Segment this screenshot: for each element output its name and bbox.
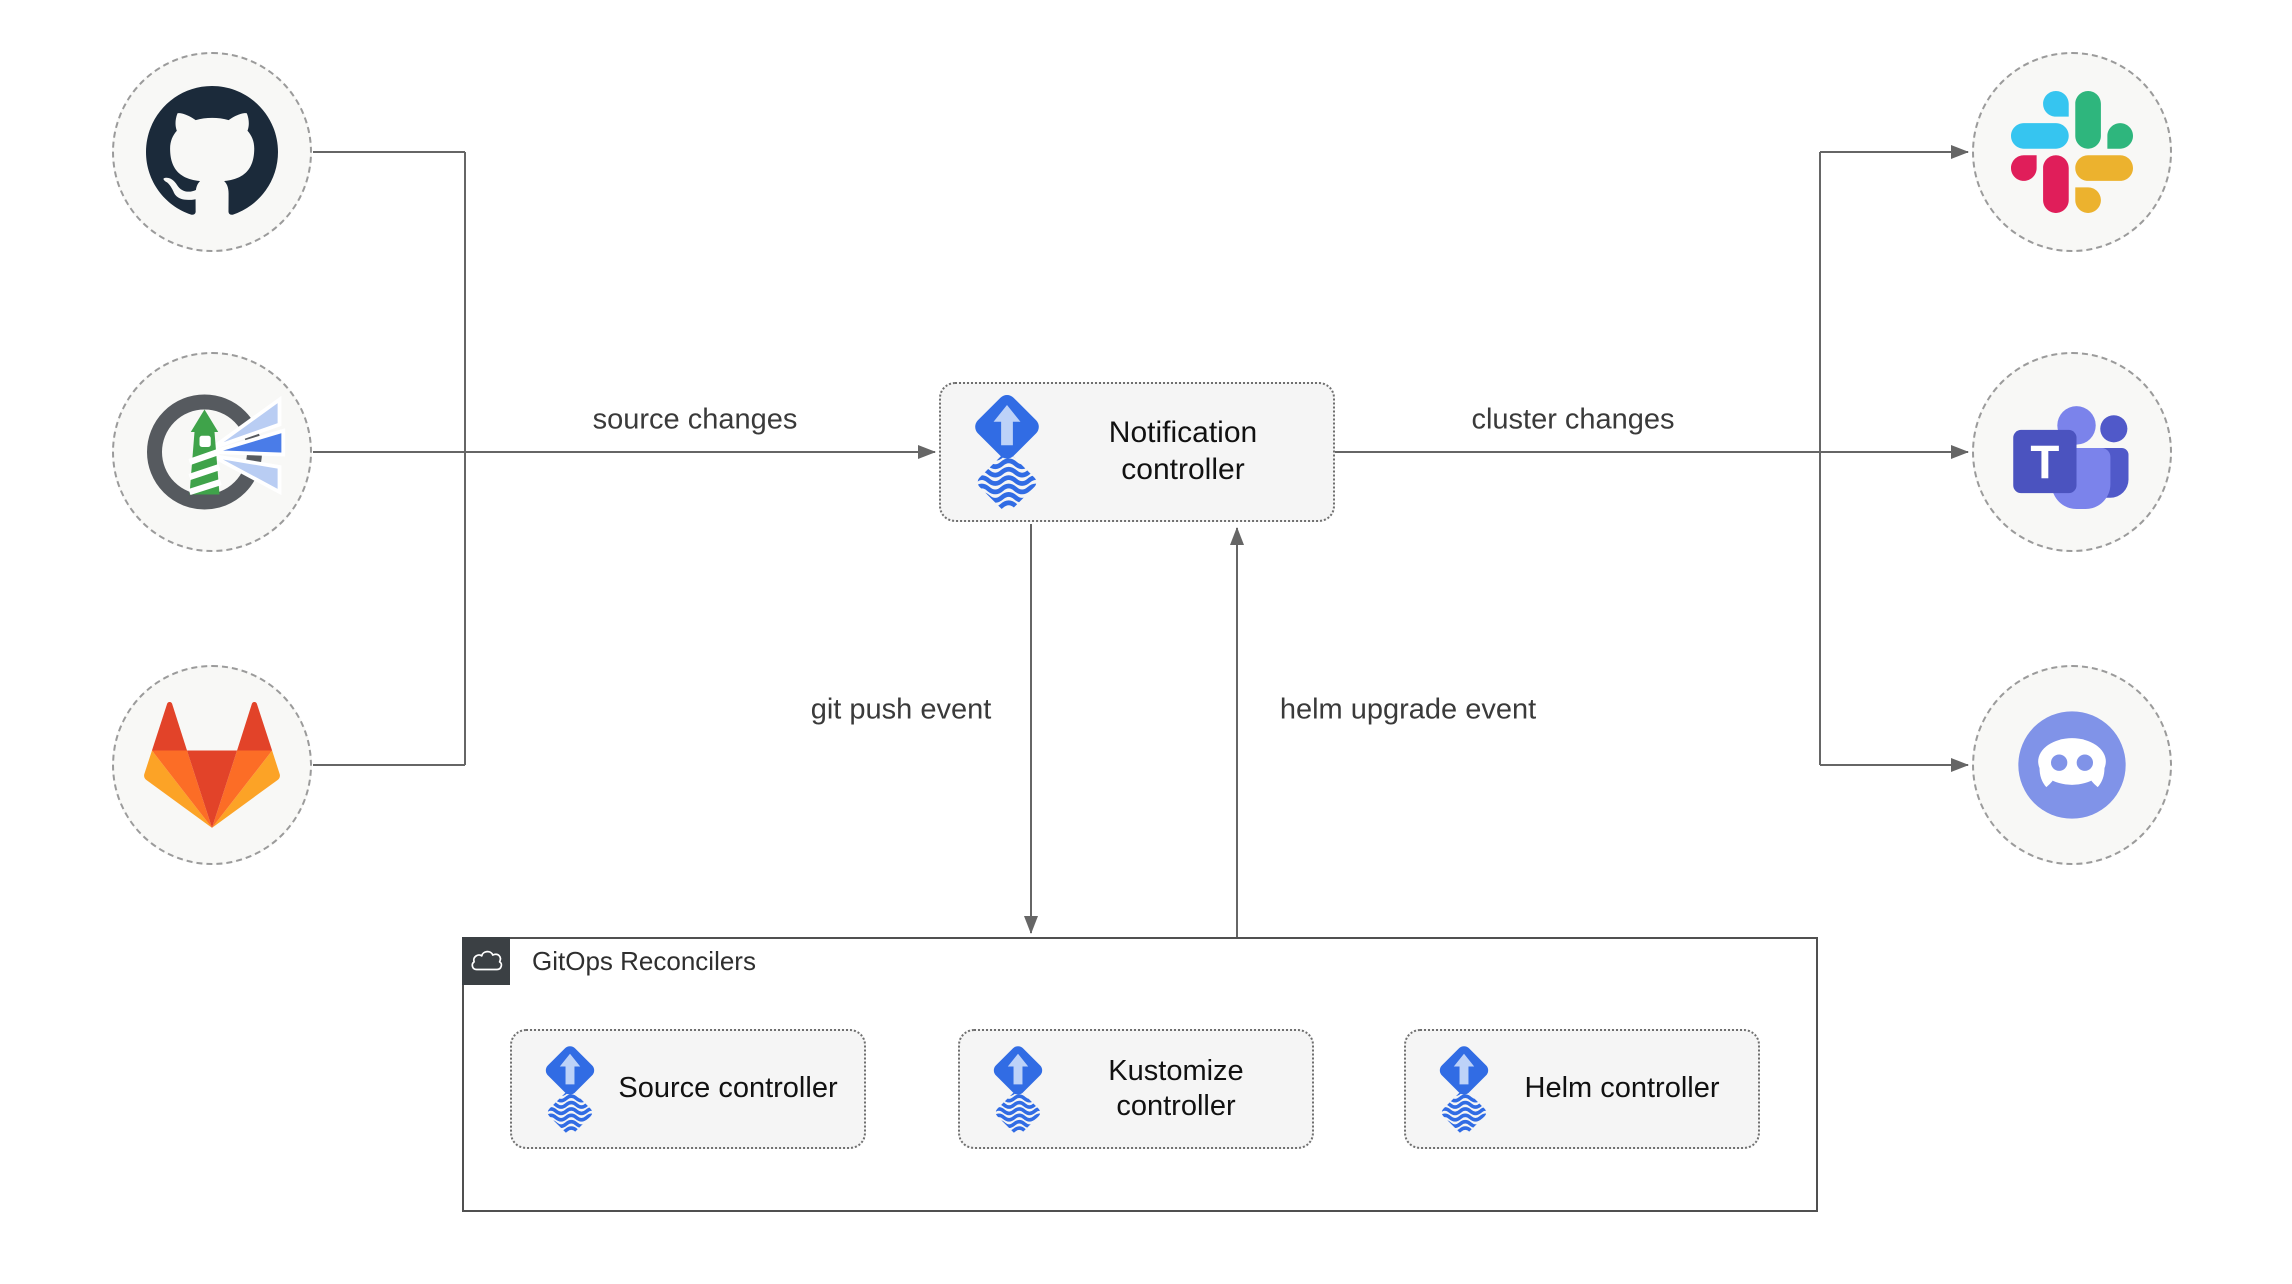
flux-icon [986,1041,1050,1138]
kustomize-controller-label: Kustomize controller [1108,1054,1244,1122]
teams-icon: T [2013,405,2129,509]
gitops-badge [462,937,510,985]
node-teams: T [1972,352,2172,552]
cloud-icon [471,950,503,971]
notification-controller-label: Notification controller [1108,416,1258,486]
teams-monogram: T [2030,436,2059,489]
flux-icon [965,388,1049,516]
node-notification-controller: Notification controller [939,382,1335,522]
gitlab-icon [144,702,280,828]
source-controller-label: Source controller [618,1072,838,1105]
discord-icon [2018,711,2126,819]
edge-label-cluster-changes: cluster changes [1463,403,1683,437]
node-slack [1972,52,2172,252]
node-kustomize-controller: Kustomize controller [958,1029,1314,1149]
edge-label-helm-upgrade-event: helm upgrade event [1271,693,1545,727]
slack-icon [2011,91,2133,213]
node-source-controller: Source controller [510,1029,866,1149]
node-gitlab [112,665,312,865]
github-icon [146,86,278,215]
flux-icon [538,1041,602,1138]
node-helm-controller: Helm controller [1404,1029,1760,1149]
node-discord [1972,665,2172,865]
edge-label-source-changes: source changes [584,403,806,437]
harbor-icon [147,394,286,510]
node-github [112,52,312,252]
gitops-title: GitOps Reconcilers [532,946,756,976]
edge-label-git-push-event: git push event [802,693,1000,727]
helm-controller-label: Helm controller [1524,1072,1720,1105]
flux-icon [1432,1041,1496,1138]
node-harbor [112,352,312,552]
